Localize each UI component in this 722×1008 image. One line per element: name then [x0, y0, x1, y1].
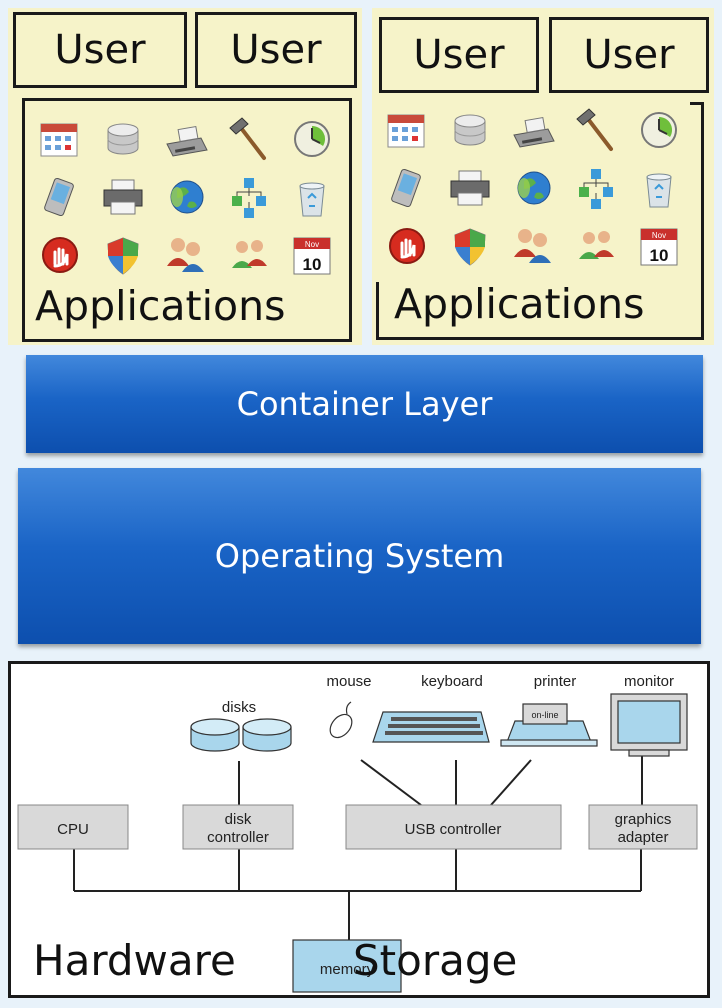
keyboard-icon — [372, 711, 490, 743]
right-software-panel: User User Nov 10 Applications — [372, 8, 714, 345]
disks-label: disks — [222, 699, 256, 716]
user-box-3: User — [379, 17, 539, 93]
applications-bracket-top — [690, 102, 704, 340]
keyboard-label: keyboard — [421, 673, 483, 690]
user-box-4: User — [549, 17, 709, 93]
container-layer-band: Container Layer — [26, 355, 703, 453]
applications-label: Applications — [35, 282, 286, 330]
monitor-icon — [610, 693, 688, 757]
printer-status-label: on-line — [531, 710, 558, 720]
system-bus — [73, 756, 643, 940]
applications-box: Nov 10 Applications — [22, 98, 352, 342]
handheld-device-icon — [382, 163, 432, 213]
usb-controller-box — [345, 804, 562, 850]
security-shield-icon — [98, 230, 148, 280]
usb-controller-label: USB controller — [405, 821, 502, 838]
hardware-label: Hardware — [33, 936, 236, 985]
clock-icon — [634, 105, 684, 155]
memory-box — [292, 939, 402, 993]
operating-system-label: Operating System — [214, 537, 505, 575]
network-globe-icon — [161, 172, 211, 222]
application-icon-grid: Nov 10 — [35, 114, 337, 280]
printer-icon — [98, 172, 148, 222]
recycle-bin-icon — [287, 172, 337, 222]
disks-icon — [190, 718, 292, 752]
hierarchy-icon — [224, 172, 274, 222]
security-shield-icon — [445, 221, 495, 271]
stop-hand-icon — [382, 221, 432, 271]
left-software-panel: User User Nov 10 Applications — [8, 8, 362, 345]
link-mouse — [360, 759, 422, 806]
storage-label: Storage — [353, 936, 518, 985]
svg-text:10: 10 — [650, 246, 669, 265]
users-pair-icon — [571, 221, 621, 271]
applications-bracket-bottom — [376, 337, 704, 340]
users-group-icon — [508, 221, 558, 271]
svg-text:10: 10 — [303, 255, 322, 274]
container-layer-label: Container Layer — [236, 385, 493, 423]
application-icon-grid: Nov 10 — [382, 105, 684, 271]
handheld-device-icon — [35, 172, 85, 222]
hammer-icon — [224, 114, 274, 164]
hierarchy-icon — [571, 163, 621, 213]
network-globe-icon — [508, 163, 558, 213]
mouse-icon — [329, 701, 353, 739]
disk-controller-label-1: disk — [225, 811, 252, 828]
calendar-grid-icon — [382, 105, 432, 155]
disk-controller-label-2: controller — [207, 829, 269, 846]
operating-system-band: Operating System — [18, 468, 701, 644]
users-group-icon — [161, 230, 211, 280]
printer-label: printer — [534, 673, 577, 690]
user-box-1: User — [13, 12, 187, 88]
hardware-diagram: CPU disk controller USB controller graph… — [8, 661, 710, 998]
printer-icon: on-line — [500, 703, 598, 747]
clock-icon — [287, 114, 337, 164]
applications-label: Applications — [394, 280, 645, 328]
database-icon — [98, 114, 148, 164]
calendar-date-icon: Nov 10 — [287, 230, 337, 280]
monitor-label: monitor — [624, 673, 674, 690]
disk-controller-box — [182, 804, 294, 850]
database-icon — [445, 105, 495, 155]
mouse-label: mouse — [326, 673, 371, 690]
svg-text:Nov: Nov — [305, 240, 319, 249]
calendar-grid-icon — [35, 114, 85, 164]
link-printer — [490, 759, 532, 806]
printer-icon — [445, 163, 495, 213]
hardware-diagram-svg: CPU disk controller USB controller graph… — [17, 673, 698, 993]
users-pair-icon — [224, 230, 274, 280]
hammer-icon — [571, 105, 621, 155]
user-box-2: User — [195, 12, 357, 88]
cpu-label: CPU — [57, 821, 89, 838]
fax-icon — [161, 114, 211, 164]
cpu-box — [17, 804, 129, 850]
graphics-adapter-label-2: adapter — [618, 829, 669, 846]
recycle-bin-icon — [634, 163, 684, 213]
graphics-adapter-box — [588, 804, 698, 850]
fax-icon — [508, 105, 558, 155]
memory-label: memory — [320, 961, 375, 978]
applications-bracket-left — [376, 282, 380, 340]
calendar-date-icon: Nov 10 — [634, 221, 684, 271]
graphics-adapter-label-1: graphics — [615, 811, 672, 828]
stop-hand-icon — [35, 230, 85, 280]
svg-text:Nov: Nov — [652, 231, 666, 240]
